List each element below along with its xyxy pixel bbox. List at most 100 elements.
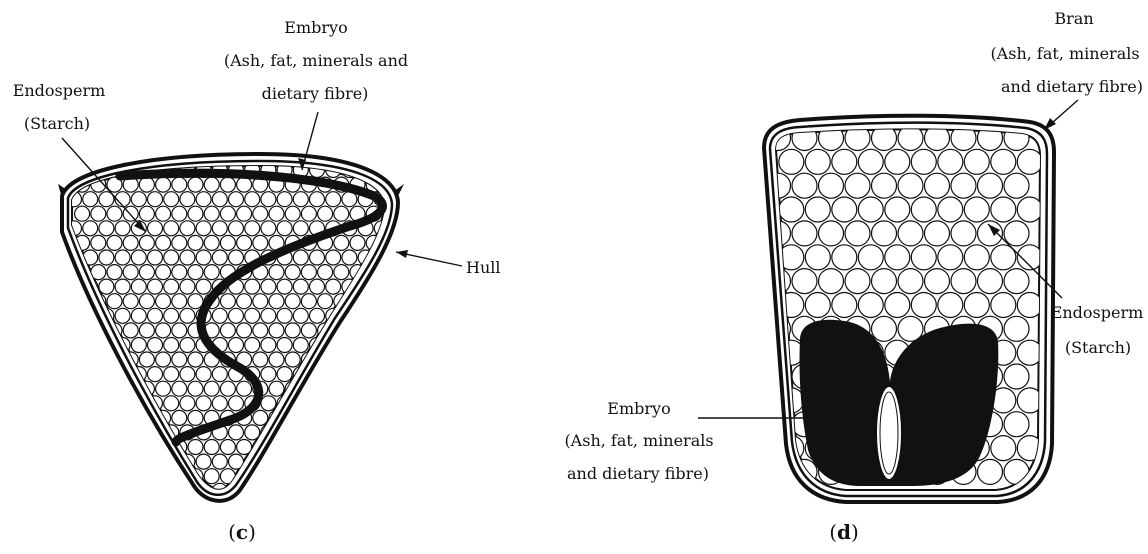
starch-granule xyxy=(237,235,252,250)
starch-granule xyxy=(220,177,235,192)
starch-granule xyxy=(350,381,365,396)
starch-granule xyxy=(180,308,195,323)
starch-granule xyxy=(237,294,252,309)
starch-granule xyxy=(293,250,308,265)
starch-granule xyxy=(845,221,870,246)
label-embryo-desc-c-1: (Ash, fat, minerals and xyxy=(210,50,422,72)
starch-granule xyxy=(858,149,883,174)
starch-granule xyxy=(261,338,276,353)
starch-granule xyxy=(180,367,195,382)
starch-granule xyxy=(123,235,138,250)
starch-granule xyxy=(123,323,138,338)
starch-granule xyxy=(196,454,211,469)
starch-granule xyxy=(115,454,130,469)
starch-granule xyxy=(212,221,227,236)
starch-granule xyxy=(139,294,154,309)
starch-granule xyxy=(805,197,830,222)
starch-granule xyxy=(792,173,817,198)
starch-granule xyxy=(911,197,936,222)
starch-granule xyxy=(261,221,276,236)
starch-granule xyxy=(310,192,325,207)
starch-granule xyxy=(334,265,349,280)
starch-granule xyxy=(342,396,357,411)
starch-granule xyxy=(938,245,963,270)
starch-granule xyxy=(366,410,381,425)
starch-granule xyxy=(326,192,341,207)
starch-granule xyxy=(301,323,316,338)
caption-d: (d) xyxy=(812,520,876,544)
starch-granule xyxy=(83,367,98,382)
starch-granule xyxy=(188,294,203,309)
starch-granule xyxy=(67,425,82,440)
starch-granule xyxy=(164,338,179,353)
starch-granule xyxy=(991,436,1016,461)
starch-granule xyxy=(261,483,276,498)
starch-granule xyxy=(212,250,227,265)
starch-granule xyxy=(172,265,187,280)
starch-granule xyxy=(310,308,325,323)
starch-granule xyxy=(964,149,989,174)
starch-granule xyxy=(310,279,325,294)
starch-granule xyxy=(75,410,90,425)
starch-granule xyxy=(180,250,195,265)
starch-granule xyxy=(188,381,203,396)
starch-granule xyxy=(148,367,163,382)
starch-granule xyxy=(938,197,963,222)
starch-granule xyxy=(277,308,292,323)
starch-granule xyxy=(123,440,138,455)
starch-granule xyxy=(164,483,179,498)
starch-granule xyxy=(326,250,341,265)
starch-granule xyxy=(374,396,389,411)
starch-granule xyxy=(196,396,211,411)
starch-granule xyxy=(342,367,357,382)
starch-granule xyxy=(75,323,90,338)
starch-granule xyxy=(951,221,976,246)
starch-granule xyxy=(293,454,308,469)
starch-granule xyxy=(188,265,203,280)
starch-granule xyxy=(156,206,171,221)
starch-granule xyxy=(229,396,244,411)
starch-granule xyxy=(220,206,235,221)
starch-granule xyxy=(115,308,130,323)
starch-granule xyxy=(172,235,187,250)
starch-granule xyxy=(911,149,936,174)
starch-granule xyxy=(180,192,195,207)
starch-granule xyxy=(382,440,397,455)
starch-granule xyxy=(172,323,187,338)
starch-granule xyxy=(107,235,122,250)
starch-granule xyxy=(188,352,203,367)
label-bran: Bran xyxy=(1036,8,1112,30)
starch-granule xyxy=(342,454,357,469)
starch-granule xyxy=(334,235,349,250)
starch-granule xyxy=(792,221,817,246)
starch-granule xyxy=(334,469,349,484)
starch-granule xyxy=(374,308,389,323)
starch-granule xyxy=(188,206,203,221)
starch-granule xyxy=(885,293,910,318)
starch-granule xyxy=(123,265,138,280)
starch-granule xyxy=(318,410,333,425)
starch-granule xyxy=(858,293,883,318)
starch-granule xyxy=(310,396,325,411)
label-bran-desc-2: and dietary fibre) xyxy=(996,76,1148,98)
starch-granule xyxy=(131,483,146,498)
starch-granule xyxy=(964,197,989,222)
starch-granule xyxy=(148,454,163,469)
starch-granule xyxy=(334,410,349,425)
starch-granule xyxy=(253,235,268,250)
starch-granule xyxy=(229,192,244,207)
label-bran-desc-1: (Ash, fat, minerals xyxy=(982,43,1148,65)
starch-granule xyxy=(301,294,316,309)
starch-granule xyxy=(366,323,381,338)
starch-granule xyxy=(350,469,365,484)
starch-granule xyxy=(366,381,381,396)
starch-granule xyxy=(358,454,373,469)
starch-granule xyxy=(99,483,114,498)
starch-granule xyxy=(925,173,950,198)
starch-granule xyxy=(382,381,397,396)
label-endosperm-desc-d: (Starch) xyxy=(1058,337,1138,359)
starch-granule xyxy=(285,352,300,367)
starch-granule xyxy=(204,177,219,192)
starch-granule xyxy=(75,206,90,221)
starch-granule xyxy=(253,323,268,338)
